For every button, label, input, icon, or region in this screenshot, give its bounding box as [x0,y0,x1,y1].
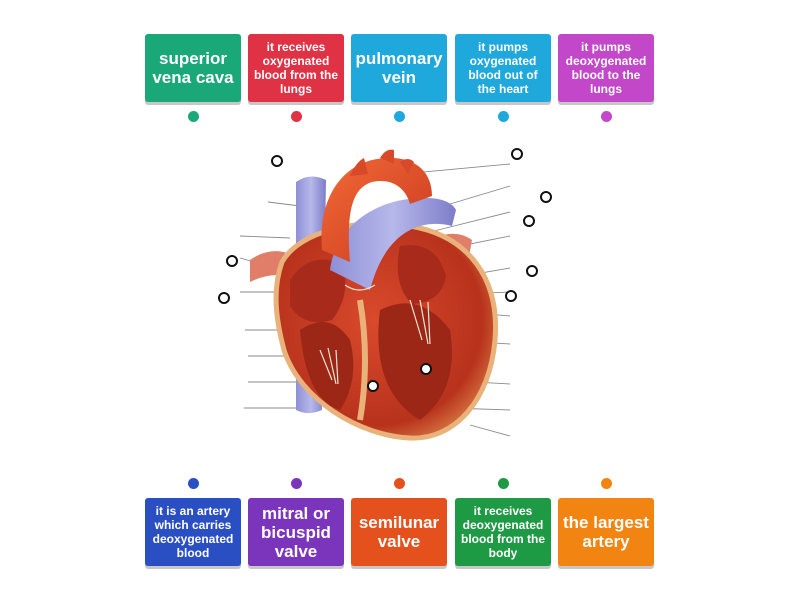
tile-connector-dot[interactable] [601,111,612,122]
label-tile-mitral-bicuspid-valve[interactable]: mitral or bicuspid valve [248,498,344,566]
label-tile-pumps-oxygenated[interactable]: it pumps oxygenated blood out of the hea… [455,34,551,102]
drop-target-10[interactable] [367,380,379,392]
tile-text: mitral or bicuspid valve [252,504,340,561]
drop-target-7[interactable] [505,290,517,302]
drop-target-3[interactable] [540,191,552,203]
drop-target-8[interactable] [218,292,230,304]
tile-text: it is an artery which carries deoxygenat… [149,504,237,560]
tile-connector-dot[interactable] [601,478,612,489]
tile-connector-dot[interactable] [498,111,509,122]
tile-text: it receives deoxygenated blood from the … [459,504,547,560]
drop-target-5[interactable] [226,255,238,267]
label-tile-pumps-deoxygenated[interactable]: it pumps deoxygenated blood to the lungs [558,34,654,102]
tile-text: semilunar valve [355,513,443,551]
label-tile-receives-deoxygenated[interactable]: it receives deoxygenated blood from the … [455,498,551,566]
label-tile-superior-vena-cava[interactable]: superior vena cava [145,34,241,102]
tile-text: it pumps deoxygenated blood to the lungs [562,40,650,96]
drop-target-1[interactable] [271,155,283,167]
label-tile-pulmonary-vein[interactable]: pulmonary vein [351,34,447,102]
label-tile-semilunar-valve[interactable]: semilunar valve [351,498,447,566]
label-tile-largest-artery[interactable]: the largest artery [558,498,654,566]
tile-connector-dot[interactable] [394,478,405,489]
tile-text: it pumps oxygenated blood out of the hea… [459,40,547,96]
tile-connector-dot[interactable] [394,111,405,122]
tile-connector-dot[interactable] [188,111,199,122]
tile-connector-dot[interactable] [498,478,509,489]
drop-target-4[interactable] [523,215,535,227]
tile-connector-dot[interactable] [291,478,302,489]
label-tile-artery-deoxygenated[interactable]: it is an artery which carries deoxygenat… [145,498,241,566]
drop-target-6[interactable] [526,265,538,277]
tile-text: superior vena cava [149,49,237,87]
drop-target-2[interactable] [511,148,523,160]
tile-connector-dot[interactable] [291,111,302,122]
drop-target-9[interactable] [420,363,432,375]
label-tile-receives-oxygenated[interactable]: it receives oxygenated blood from the lu… [248,34,344,102]
tile-connector-dot[interactable] [188,478,199,489]
tile-text: the largest artery [562,513,650,551]
tile-text: pulmonary vein [355,49,443,87]
tile-text: it receives oxygenated blood from the lu… [252,40,340,96]
